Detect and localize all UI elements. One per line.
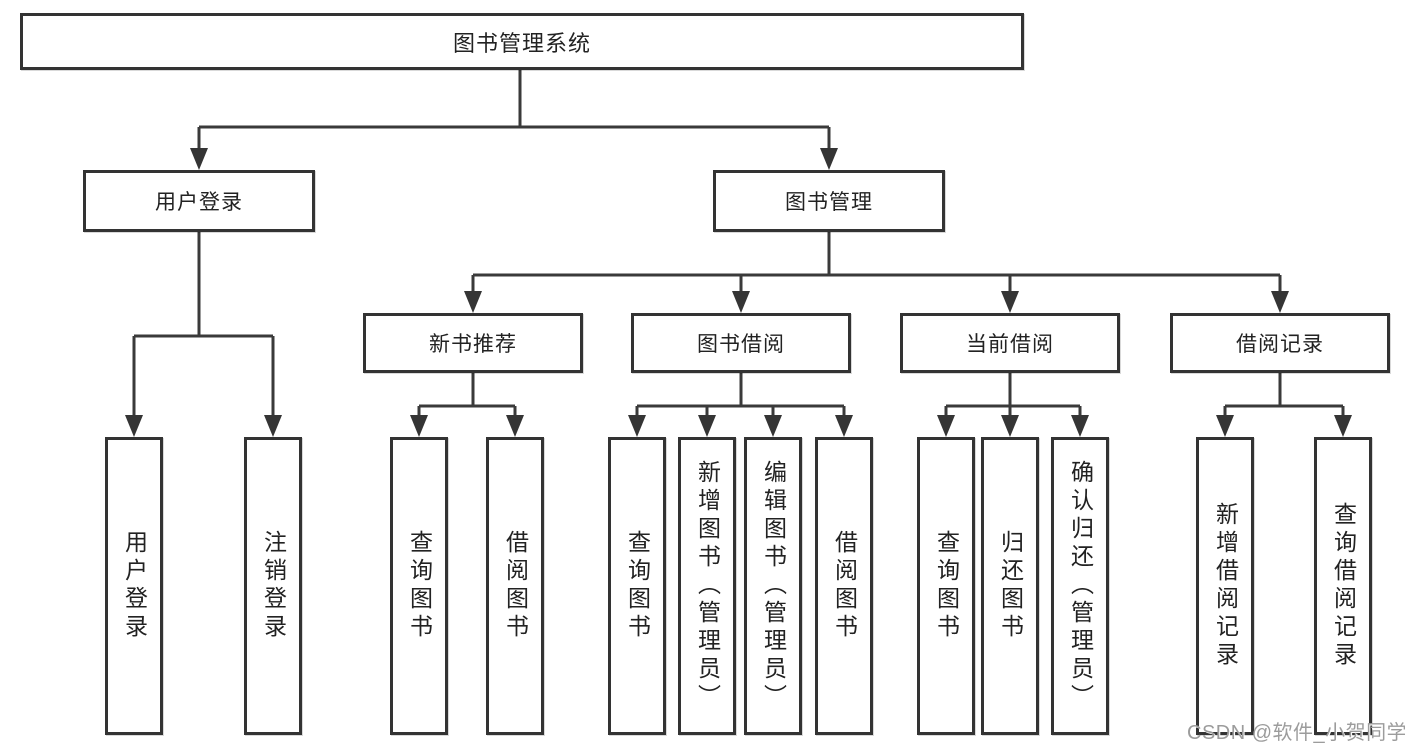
leaf-borrow-books-recommend: 借阅图书 — [486, 437, 544, 735]
leaf-label: 注销登录 — [260, 530, 287, 642]
arrow-down-icon — [1001, 291, 1019, 313]
node-new-book-recommend: 新书推荐 — [363, 313, 583, 373]
leaf-add-books-admin: 新增图书（管理员） — [678, 437, 736, 735]
leaf-query-books-borrow: 查询图书 — [608, 437, 666, 735]
csdn-watermark: CSDN @软件_小贺同学 — [1187, 722, 1405, 744]
arrow-down-icon — [835, 415, 853, 437]
arrow-down-icon — [125, 415, 143, 437]
leaf-label: 借阅图书 — [831, 530, 858, 642]
leaf-query-books-recommend: 查询图书 — [390, 437, 448, 735]
connector-current-borrow-to-leaves — [944, 373, 1082, 420]
leaf-logout: 注销登录 — [244, 437, 302, 735]
node-book-borrow: 图书借阅 — [631, 313, 851, 373]
connector-borrow-records-to-leaves — [1223, 373, 1345, 420]
node-borrow-records: 借阅记录 — [1170, 313, 1390, 373]
leaf-add-borrow-record: 新增借阅记录 — [1196, 437, 1254, 735]
leaf-label: 归还图书 — [997, 530, 1024, 642]
leaf-label: 编辑图书（管理员） — [760, 460, 787, 712]
node-user-login: 用户登录 — [83, 170, 315, 232]
arrow-down-icon — [410, 415, 428, 437]
arrow-down-icon — [464, 291, 482, 313]
leaf-label: 新增借阅记录 — [1212, 502, 1239, 670]
arrow-down-icon — [1071, 415, 1089, 437]
leaf-label: 确认归还（管理员） — [1067, 460, 1094, 712]
leaf-borrow-books: 借阅图书 — [815, 437, 873, 735]
leaf-label: 查询图书 — [624, 530, 651, 642]
arrow-down-icon — [1334, 415, 1352, 437]
leaf-label: 查询借阅记录 — [1330, 502, 1357, 670]
connector-book-borrow-to-leaves — [635, 373, 846, 420]
arrow-down-icon — [698, 415, 716, 437]
leaf-confirm-return-admin: 确认归还（管理员） — [1051, 437, 1109, 735]
connector-user-login-to-leaves — [132, 232, 275, 420]
arrow-down-icon — [764, 415, 782, 437]
arrow-down-icon — [732, 291, 750, 313]
leaf-label: 借阅图书 — [502, 530, 529, 642]
leaf-query-books-current: 查询图书 — [917, 437, 975, 735]
leaf-label: 查询图书 — [933, 530, 960, 642]
arrow-down-icon — [1216, 415, 1234, 437]
arrow-down-icon — [1001, 415, 1019, 437]
connector-root-to-level2 — [197, 70, 831, 152]
arrow-down-icon — [628, 415, 646, 437]
arrow-down-icon — [264, 415, 282, 437]
leaf-query-borrow-record: 查询借阅记录 — [1314, 437, 1372, 735]
node-current-borrow: 当前借阅 — [900, 313, 1120, 373]
leaf-user-login: 用户登录 — [105, 437, 163, 735]
leaf-edit-books-admin: 编辑图书（管理员） — [744, 437, 802, 735]
arrow-down-icon — [506, 415, 524, 437]
leaf-label: 用户登录 — [121, 530, 148, 642]
arrow-down-icon — [937, 415, 955, 437]
connector-new-book-recommend-to-leaves — [417, 373, 517, 420]
connector-book-management-to-level3 — [471, 232, 1282, 296]
arrow-down-icon — [820, 148, 838, 170]
arrow-down-icon — [190, 148, 208, 170]
node-library-management-system: 图书管理系统 — [20, 13, 1024, 70]
node-book-management: 图书管理 — [713, 170, 945, 232]
leaf-label: 新增图书（管理员） — [694, 460, 721, 712]
arrow-down-icon — [1271, 291, 1289, 313]
leaf-return-books: 归还图书 — [981, 437, 1039, 735]
leaf-label: 查询图书 — [406, 530, 433, 642]
